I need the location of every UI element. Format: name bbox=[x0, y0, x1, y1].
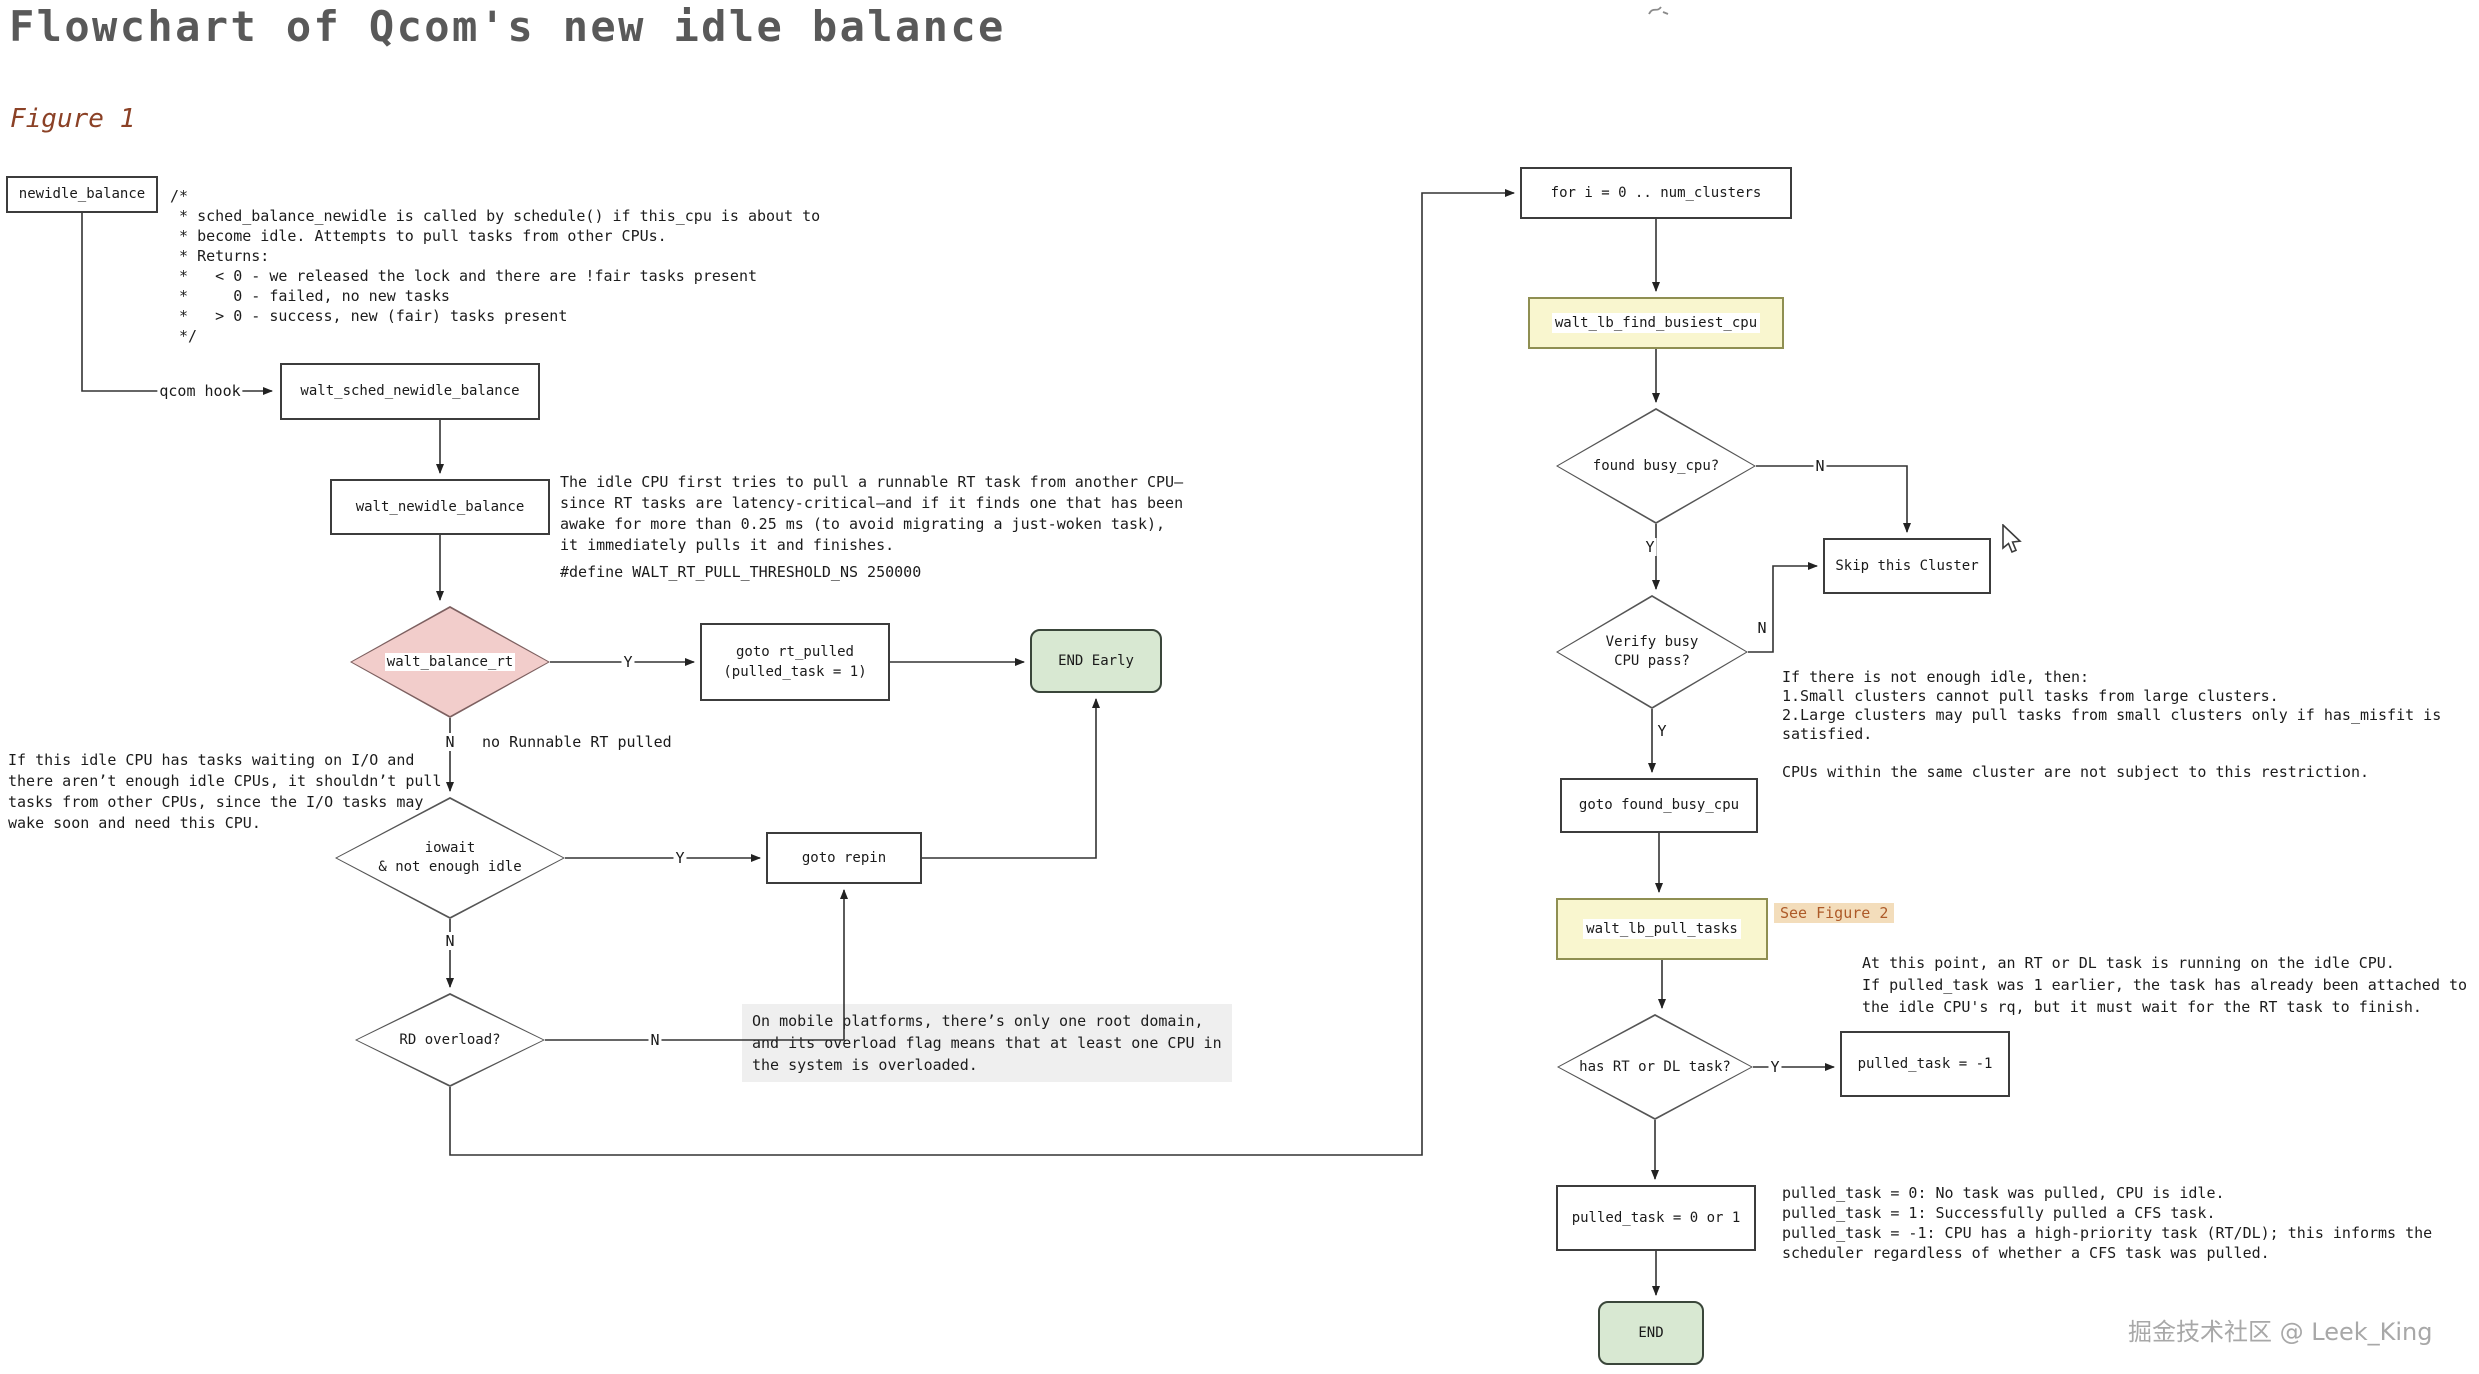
figure-label: Figure 1 bbox=[10, 104, 136, 134]
edge-label-found-no: N bbox=[1813, 457, 1827, 475]
mouse-cursor-icon bbox=[2000, 523, 2026, 562]
edge-label-qcom-hook: qcom hook bbox=[157, 382, 243, 400]
node-goto-rt-pulled: goto rt_pulled (pulled_task = 1) bbox=[700, 623, 890, 701]
node-walt-lb-find-busiest-cpu: walt_lb_find_busiest_cpu bbox=[1528, 297, 1784, 349]
page-title: Flowchart of Qcom's new idle balance bbox=[9, 2, 1006, 51]
annotation-pulled-task-values-note: pulled_task = 0: No task was pulled, CPU… bbox=[1782, 1184, 2433, 1262]
watermark: 掘金技术社区 @ Leek_King bbox=[2128, 1318, 2433, 1346]
edge-label-iowait-no: N bbox=[443, 932, 457, 950]
edge-rd-no-to-repin bbox=[545, 889, 848, 1041]
annotation-mobile-platforms-note: On mobile platforms, there’s only one ro… bbox=[742, 1004, 1232, 1082]
annotation-rt-pull-define: #define WALT_RT_PULL_THRESHOLD_NS 250000 bbox=[560, 563, 922, 581]
node-iowait-decision: iowait & not enough idle bbox=[335, 797, 565, 919]
see-figure-2-badge: See Figure 2 bbox=[1774, 903, 1895, 923]
annotation-rt-dl-wait-note: At this point, an RT or DL task is runni… bbox=[1862, 954, 2468, 1016]
edge-label-balance-rt-no: N bbox=[443, 733, 457, 751]
edge-label-balance-rt-yes: Y bbox=[621, 653, 635, 671]
node-newidle-balance: newidle_balance bbox=[6, 176, 158, 213]
node-end: END bbox=[1598, 1301, 1704, 1365]
node-skip-this-cluster: Skip this Cluster bbox=[1823, 538, 1991, 594]
node-walt-balance-rt-decision: walt_balance_rt bbox=[350, 606, 550, 718]
node-walt-sched-newidle-balance: walt_sched_newidle_balance bbox=[280, 363, 540, 420]
edge-label-verify-no: N bbox=[1755, 619, 1769, 637]
edge-newidle-to-waltsched bbox=[81, 213, 273, 395]
node-walt-newidle-balance: walt_newidle_balance bbox=[330, 479, 550, 535]
edge-label-found-yes: Y bbox=[1643, 538, 1657, 556]
node-goto-repin: goto repin bbox=[766, 832, 922, 884]
clipped-cursor-fragment-icon bbox=[1645, 0, 1675, 19]
annotation-sched-balance-comment: /* * sched_balance_newidle is called by … bbox=[170, 187, 821, 345]
node-walt-lb-pull-tasks: walt_lb_pull_tasks bbox=[1556, 898, 1768, 960]
node-found-busy-cpu-decision: found busy_cpu? bbox=[1556, 408, 1756, 524]
node-has-rt-or-dl-decision: has RT or DL task? bbox=[1557, 1014, 1753, 1120]
annotation-iowait-note: If this idle CPU has tasks waiting on I/… bbox=[8, 751, 442, 832]
edge-label-iowait-yes: Y bbox=[673, 849, 687, 867]
edge-label-no-runnable-rt: no Runnable RT pulled bbox=[482, 733, 672, 751]
node-for-clusters-loop: for i = 0 .. num_clusters bbox=[1520, 167, 1792, 219]
edge-label-has-rt-yes: Y bbox=[1768, 1058, 1782, 1076]
edge-found-no-to-skip bbox=[1756, 465, 1911, 533]
annotation-rt-pull-comment: The idle CPU first tries to pull a runna… bbox=[560, 473, 1184, 554]
node-pulled-task-neg1: pulled_task = -1 bbox=[1840, 1031, 2010, 1097]
edge-label-verify-yes: Y bbox=[1655, 722, 1669, 740]
annotation-cluster-rules-note: If there is not enough idle, then: 1.Sma… bbox=[1782, 668, 2442, 781]
edge-verify-no-to-skip bbox=[1748, 562, 1818, 653]
edge-label-rd-no: N bbox=[648, 1031, 662, 1049]
edge-rd-to-forloop bbox=[449, 189, 1515, 1156]
edge-repin-to-endearly bbox=[922, 698, 1100, 859]
node-end-early: END Early bbox=[1030, 629, 1162, 693]
node-verify-busy-cpu-decision: Verify busy CPU pass? bbox=[1556, 595, 1748, 709]
node-rd-overload-decision: RD overload? bbox=[355, 993, 545, 1087]
node-pulled-task-0-or-1: pulled_task = 0 or 1 bbox=[1556, 1185, 1756, 1251]
node-goto-found-busy-cpu: goto found_busy_cpu bbox=[1560, 778, 1758, 833]
